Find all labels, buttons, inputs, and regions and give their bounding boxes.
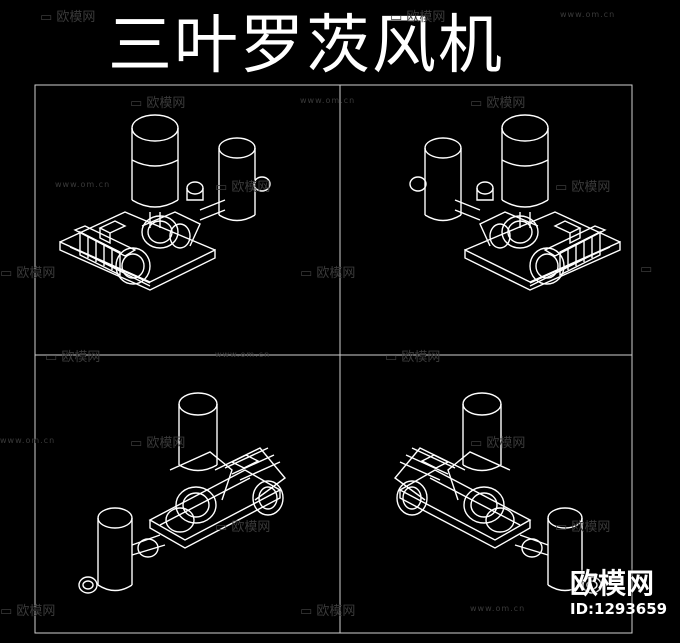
blower-view-top-right [409,114,621,291]
watermark-url: www.om.cn [215,350,271,359]
watermark-url: www.om.cn [470,604,526,613]
watermark-brand: ▭ 欧模网 [300,604,356,619]
watermark-brand: ▭ [640,262,653,277]
watermark-brand: ▭ 欧模网 [0,604,56,619]
watermark-brand: ▭ 欧模网 [300,266,356,281]
drawing-frame [34,84,633,634]
watermark-brand: ▭ 欧模网 [0,266,56,281]
model-id: ID:1293659 [570,600,668,618]
watermark-brand: ▭ 欧模网 [215,520,271,535]
watermark-url: www.om.cn [560,10,616,19]
watermark-brand: ▭ 欧模网 [45,350,101,365]
watermark-brand: ▭ 欧模网 [130,436,186,451]
watermark-brand: ▭ 欧模网 [215,180,271,195]
watermark-url: www.om.cn [300,96,356,105]
watermark-brand: ▭ 欧模网 [555,520,611,535]
watermark-brand: ▭ 欧模网 [470,96,526,111]
watermark-url: www.om.cn [0,436,56,445]
watermark-url: www.om.cn [55,180,111,189]
watermark-brand: ▭ 欧模网 [40,10,96,25]
drawing-title: 三叶罗茨风机 [108,9,504,83]
brand-watermark: 欧模网 ID:1293659 [570,567,668,619]
watermark-brand: ▭ 欧模网 [130,96,186,111]
brand-name: 欧模网 [570,567,655,600]
watermark-brand: ▭ 欧模网 [385,350,441,365]
blower-view-bottom-left [78,392,286,594]
watermark-brand: ▭ 欧模网 [555,180,611,195]
blower-view-bottom-right [394,392,602,594]
blower-view-top-left [59,114,271,291]
watermark-brand: ▭ 欧模网 [390,10,446,25]
watermark-brand: ▭ 欧模网 [470,436,526,451]
